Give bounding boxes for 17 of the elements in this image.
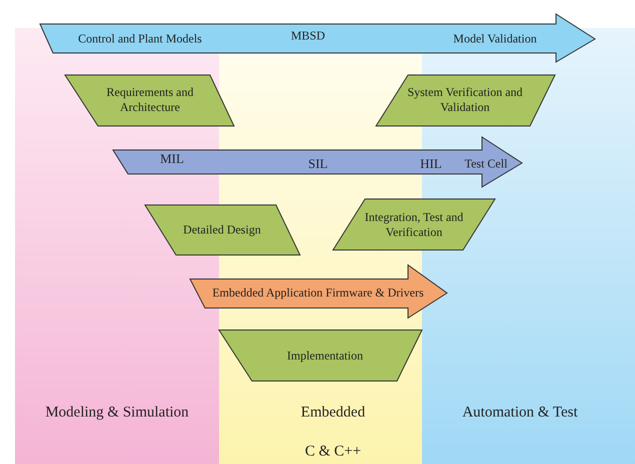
column-label: C & C++: [304, 442, 362, 462]
banner-label: MIL: [159, 150, 185, 168]
banner-label: Embedded Application Firmware & Drivers: [211, 286, 425, 300]
banner-label: SIL: [307, 156, 329, 172]
banner-label: Control and Plant Models: [77, 32, 203, 46]
banner-label: Model Validation: [452, 32, 538, 46]
column-label: Embedded: [300, 404, 366, 422]
stage-label: System Verification and Validation: [406, 85, 524, 115]
banner-label: HIL: [419, 156, 443, 172]
banner-label: Test Cell: [464, 156, 508, 172]
stage-label: Implementation: [286, 348, 364, 364]
column-label: Automation & Test: [461, 404, 579, 422]
column-label: Modeling & Simulation: [44, 404, 190, 422]
stage-label: Integration, Test and Verification: [364, 210, 464, 240]
banner-label: MBSD: [290, 28, 326, 44]
stage-label: Requirements and Architecture: [106, 85, 194, 115]
stage-label: Detailed Design: [182, 222, 262, 238]
